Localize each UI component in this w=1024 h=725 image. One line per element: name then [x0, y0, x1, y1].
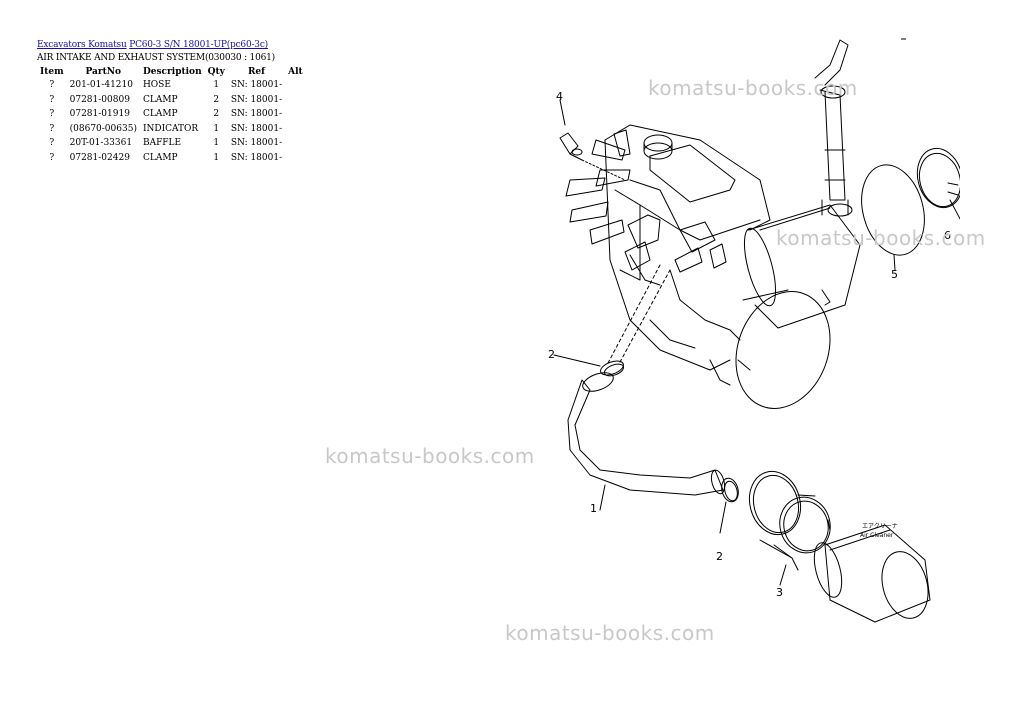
cell-partno: 07281-02429 — [69, 152, 130, 163]
cell-alt — [285, 122, 306, 137]
callout-3: 3 — [776, 586, 783, 599]
table-row: ? (08670-00635) INDICATOR 1 SN: 18001- — [37, 122, 306, 137]
callout-1: 1 — [590, 502, 597, 515]
cell-description: INDICATOR — [142, 123, 199, 134]
watermark: komatsu-books.com — [505, 621, 715, 645]
cell-qty: 2 — [213, 109, 220, 120]
cell-description: CLAMP — [142, 109, 178, 120]
col-ref-header: Ref — [247, 67, 266, 77]
col-qty-header: Qty — [207, 67, 225, 77]
callout-6: 6 — [944, 229, 951, 242]
cell-ref: SN: 18001- — [230, 109, 283, 120]
cell-description: HOSE — [142, 80, 171, 91]
cell-item: ? — [49, 123, 55, 134]
col-alt-header: Alt — [288, 67, 303, 77]
callout-2-upper: 2 — [548, 348, 555, 361]
table-row: ? 07281-01919 CLAMP 2 SN: 18001- — [37, 107, 306, 122]
parts-table: Item PartNo Description Qty Ref Alt ? 20… — [37, 66, 306, 165]
cell-alt — [285, 151, 306, 166]
table-row: ? 201-01-41210 HOSE 1 SN: 18001- — [37, 78, 306, 93]
cell-qty: 1 — [213, 80, 220, 91]
cell-qty: 1 — [213, 152, 220, 163]
table-row: ? 07281-02429 CLAMP 1 SN: 18001- — [37, 151, 306, 166]
cell-alt — [285, 93, 306, 108]
cell-item: ? — [49, 80, 55, 91]
section-title: AIR INTAKE AND EXHAUST SYSTEM(030030 : 1… — [37, 53, 275, 63]
cell-alt — [285, 136, 306, 151]
watermark: komatsu-books.com — [776, 226, 986, 250]
cell-partno: 07281-00809 — [69, 94, 130, 105]
col-partno-header: PartNo — [85, 67, 122, 77]
cell-item: ? — [49, 138, 55, 149]
cell-qty: 1 — [213, 138, 220, 149]
callout-2-lower: 2 — [716, 550, 723, 563]
air-cleaner-label-en: Air Cleaner — [860, 532, 894, 539]
callout-4: 4 — [556, 90, 563, 103]
col-description-header: Description — [142, 67, 202, 77]
cell-qty: 2 — [213, 94, 220, 105]
callout-5: 5 — [891, 268, 898, 281]
cell-item: ? — [49, 152, 55, 163]
table-row: ? 07281-00809 CLAMP 2 SN: 18001- — [37, 93, 306, 108]
cell-item: ? — [49, 94, 55, 105]
breadcrumb-model-link[interactable]: PC60-3 S/N 18001-UP(pc60-3c) — [129, 40, 268, 50]
cell-alt — [285, 107, 306, 122]
table-row: ? 20T-01-33361 BAFFLE 1 SN: 18001- — [37, 136, 306, 151]
cell-qty: 1 — [213, 123, 220, 134]
air-cleaner-label-jp: エアクリーナ — [862, 523, 898, 530]
parts-diagram: 4 2 1 2 3 5 6 エアクリーナ Air Cleaner — [548, 38, 960, 623]
cell-ref: SN: 18001- — [230, 152, 283, 163]
cell-ref: SN: 18001- — [230, 138, 283, 149]
watermark: komatsu-books.com — [325, 444, 535, 468]
cell-partno: 201-01-41210 — [69, 80, 133, 91]
cell-partno: 20T-01-33361 — [69, 138, 133, 149]
watermark: komatsu-books.com — [648, 76, 858, 100]
cell-item: ? — [49, 109, 55, 120]
breadcrumb-category-link[interactable]: Excavators Komatsu — [37, 40, 127, 50]
breadcrumb: Excavators Komatsu PC60-3 S/N 18001-UP(p… — [37, 40, 268, 50]
cell-description: CLAMP — [142, 94, 178, 105]
cell-ref: SN: 18001- — [230, 80, 283, 91]
parts-table-header: Item PartNo Description Qty Ref Alt — [37, 66, 306, 78]
cell-alt — [285, 78, 306, 93]
cell-partno: 07281-01919 — [69, 109, 130, 120]
cell-description: BAFFLE — [142, 138, 182, 149]
engine-drawing — [553, 39, 960, 623]
cell-description: CLAMP — [142, 152, 178, 163]
cell-ref: SN: 18001- — [230, 123, 283, 134]
cell-ref: SN: 18001- — [230, 94, 283, 105]
col-item-header: Item — [40, 67, 64, 77]
cell-partno: (08670-00635) — [69, 123, 137, 134]
